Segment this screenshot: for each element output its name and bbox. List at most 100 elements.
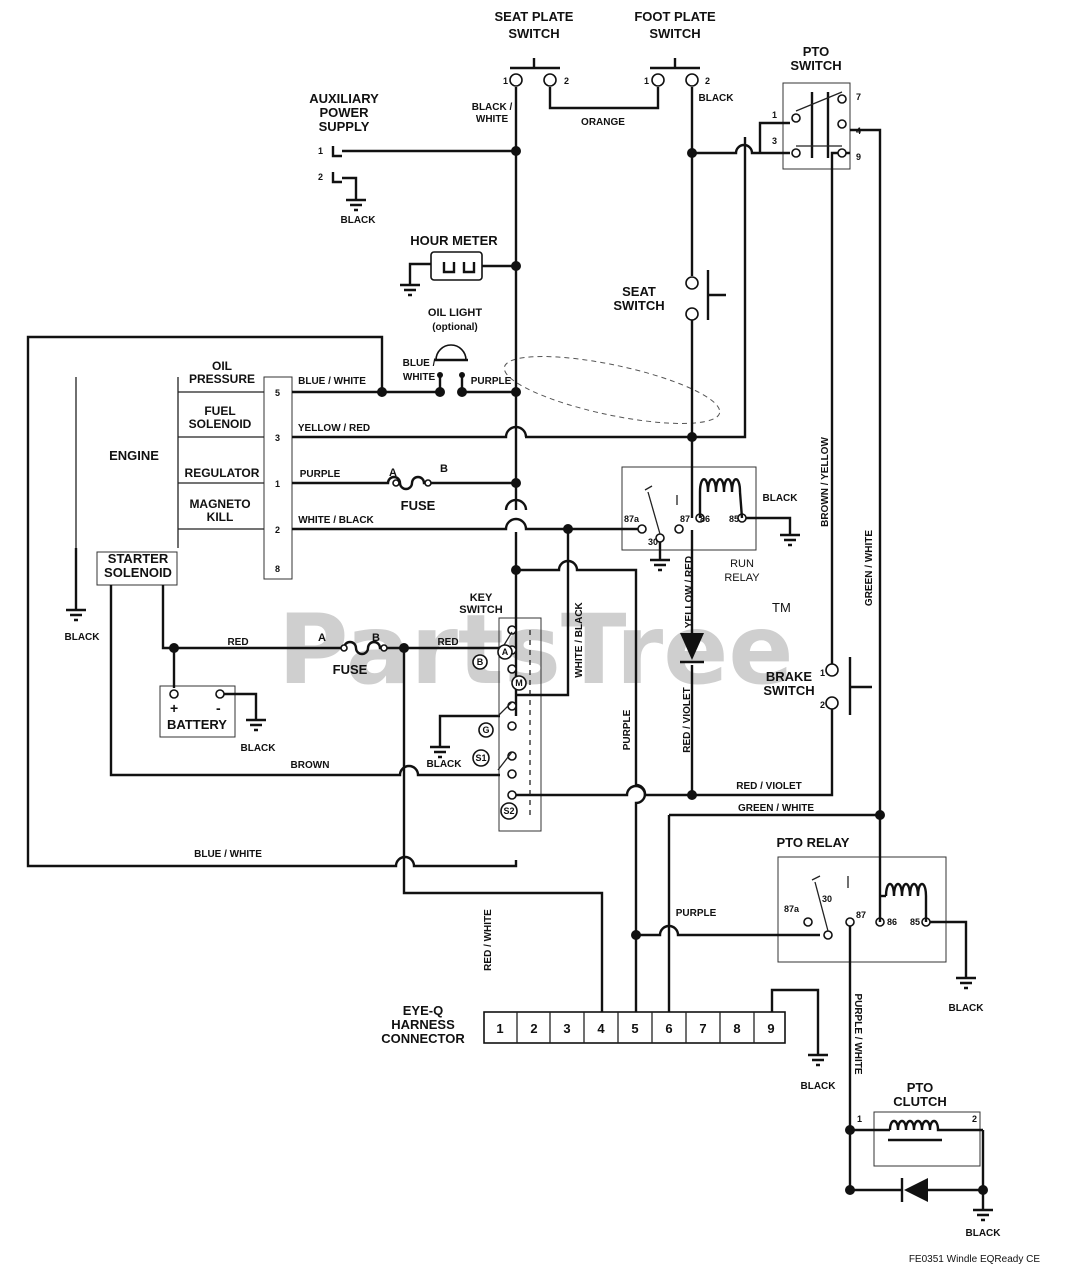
seat-plate-pin-2: 2 [564, 76, 569, 86]
pto-switch-pin-7: 7 [856, 92, 861, 102]
wire-red-label-1: RED [227, 637, 248, 648]
aux-power-label-3: SUPPLY [319, 119, 370, 134]
foot-plate-pin-1: 1 [644, 76, 649, 86]
connector-pin-6: 6 [665, 1021, 672, 1036]
engine-pin-8: 8 [275, 564, 280, 574]
wires [26, 87, 985, 1210]
pto-clutch-symbol [888, 1119, 942, 1202]
wire-white-black-label: WHITE / BLACK [298, 515, 374, 526]
wire-red-violet-label: RED / VIOLET [736, 781, 802, 792]
key-terminal-g: G [482, 725, 489, 735]
pto-relay-pin-87a: 87a [784, 904, 800, 914]
pto-relay-pin-87: 87 [856, 910, 866, 920]
wire-brown-label: BROWN [291, 760, 330, 771]
key-switch-symbol [497, 625, 531, 820]
key-switch-label-1: KEY [470, 592, 493, 604]
pto-relay-box [777, 856, 947, 963]
wire-black-white-label-1: BLACK / [472, 102, 513, 113]
seat-switch-symbol [685, 270, 726, 321]
seat-plate-pin-1: 1 [503, 76, 508, 86]
run-relay-pin-30: 30 [648, 537, 658, 547]
dashed-ellipse [503, 356, 721, 424]
diode-symbol [680, 633, 704, 664]
wire-blue-white-label-2: BLUE / WHITE [194, 849, 262, 860]
battery-symbol [169, 689, 225, 699]
aux-pin-1: 1 [318, 146, 323, 156]
starter-solenoid-box [96, 551, 178, 586]
run-relay-box [621, 466, 757, 551]
wire-black-label-8: BLACK [949, 1003, 985, 1014]
regulator-label: REGULATOR [185, 466, 260, 480]
pto-relay-pin-85: 85 [910, 917, 920, 927]
pto-clutch-label-2: CLUTCH [893, 1094, 946, 1109]
pto-switch-pin-4: 4 [856, 126, 861, 136]
key-terminal-a: A [502, 647, 509, 657]
seat-switch-label-1: SEAT [622, 284, 656, 299]
pto-switch-box [782, 82, 851, 170]
wire-white-black-v-label: WHITE / BLACK [574, 601, 585, 677]
hour-meter-symbol [430, 251, 483, 281]
wire-purple-label-1: PURPLE [471, 376, 512, 387]
run-relay-label-2: RELAY [724, 572, 760, 584]
pto-relay-pin-30: 30 [822, 894, 832, 904]
connector-pin-labels: 1 2 3 4 5 6 7 8 9 [496, 1021, 774, 1036]
wire-red-white-v-label: RED / WHITE [483, 909, 494, 971]
watermark-text: PartsTree [278, 594, 793, 706]
oil-pressure-label-2: PRESSURE [189, 372, 255, 386]
eyeq-connector-symbol [483, 1011, 786, 1044]
wire-green-white-v-label: GREEN / WHITE [864, 530, 875, 606]
battery-minus: - [216, 700, 221, 716]
brake-switch-symbol [825, 657, 872, 715]
pto-relay-pin-86: 86 [887, 917, 897, 927]
pto-switch-pin-9: 9 [856, 152, 861, 162]
eyeq-label-3: CONNECTOR [381, 1031, 465, 1046]
fuel-solenoid-label-2: SOLENOID [189, 417, 252, 431]
seat-switch-label-2: SWITCH [613, 298, 664, 313]
connector-pin-5: 5 [631, 1021, 638, 1036]
wire-red-label-2: RED [437, 637, 458, 648]
engine-pin-2: 2 [275, 525, 280, 535]
run-relay-symbol [637, 478, 747, 543]
oil-pressure-label-1: OIL [212, 359, 232, 373]
watermark: PartsTree TM [278, 594, 793, 706]
connector-pin-4: 4 [597, 1021, 605, 1036]
clutch-pin-2: 2 [972, 1114, 977, 1124]
wire-purple-label-3: PURPLE [676, 908, 717, 919]
engine-pin-5: 5 [275, 388, 280, 398]
connector-pin-3: 3 [563, 1021, 570, 1036]
engine-label: ENGINE [109, 448, 159, 463]
engine-terminal-block [263, 376, 293, 580]
fuse1-pin-b: B [440, 463, 448, 475]
fuse-label-1: FUSE [401, 498, 436, 513]
clutch-pin-1: 1 [857, 1114, 862, 1124]
battery-label: BATTERY [167, 717, 227, 732]
wire-yellow-red-label: YELLOW / RED [298, 423, 370, 434]
battery-plus: + [170, 700, 178, 716]
seat-plate-switch-symbol [509, 58, 560, 87]
aux-power-label-2: POWER [319, 105, 369, 120]
pto-switch-pin-1: 1 [772, 110, 777, 120]
wire-blue-white-label-1: BLUE / WHITE [298, 376, 366, 387]
foot-plate-pin-2: 2 [705, 76, 710, 86]
wire-blue-white-stacked-2: WHITE [403, 372, 436, 383]
run-relay-pin-87a: 87a [624, 514, 640, 524]
foot-plate-switch-label-1: FOOT PLATE [634, 9, 716, 24]
fuse-symbols [336, 475, 434, 656]
battery-box [159, 685, 236, 738]
pto-switch-label-1: PTO [803, 44, 830, 59]
key-terminal-m: M [515, 678, 523, 688]
brake-switch-label-1: BRAKE [766, 669, 813, 684]
hour-meter-label: HOUR METER [410, 233, 498, 248]
wire-black-label-3: BLACK [763, 493, 799, 504]
foot-plate-switch-label-2: SWITCH [649, 26, 700, 41]
wire-black-label-5: BLACK [65, 632, 101, 643]
brake-pin-2: 2 [820, 700, 825, 710]
brake-switch-label-2: SWITCH [763, 683, 814, 698]
fuel-solenoid-label-1: FUEL [204, 404, 235, 418]
pto-relay-symbol [803, 875, 931, 940]
wire-black-label-10: BLACK [966, 1228, 1002, 1239]
pto-clutch-box [873, 1111, 981, 1167]
run-relay-label-1: RUN [730, 558, 754, 570]
connector-pin-2: 2 [530, 1021, 537, 1036]
